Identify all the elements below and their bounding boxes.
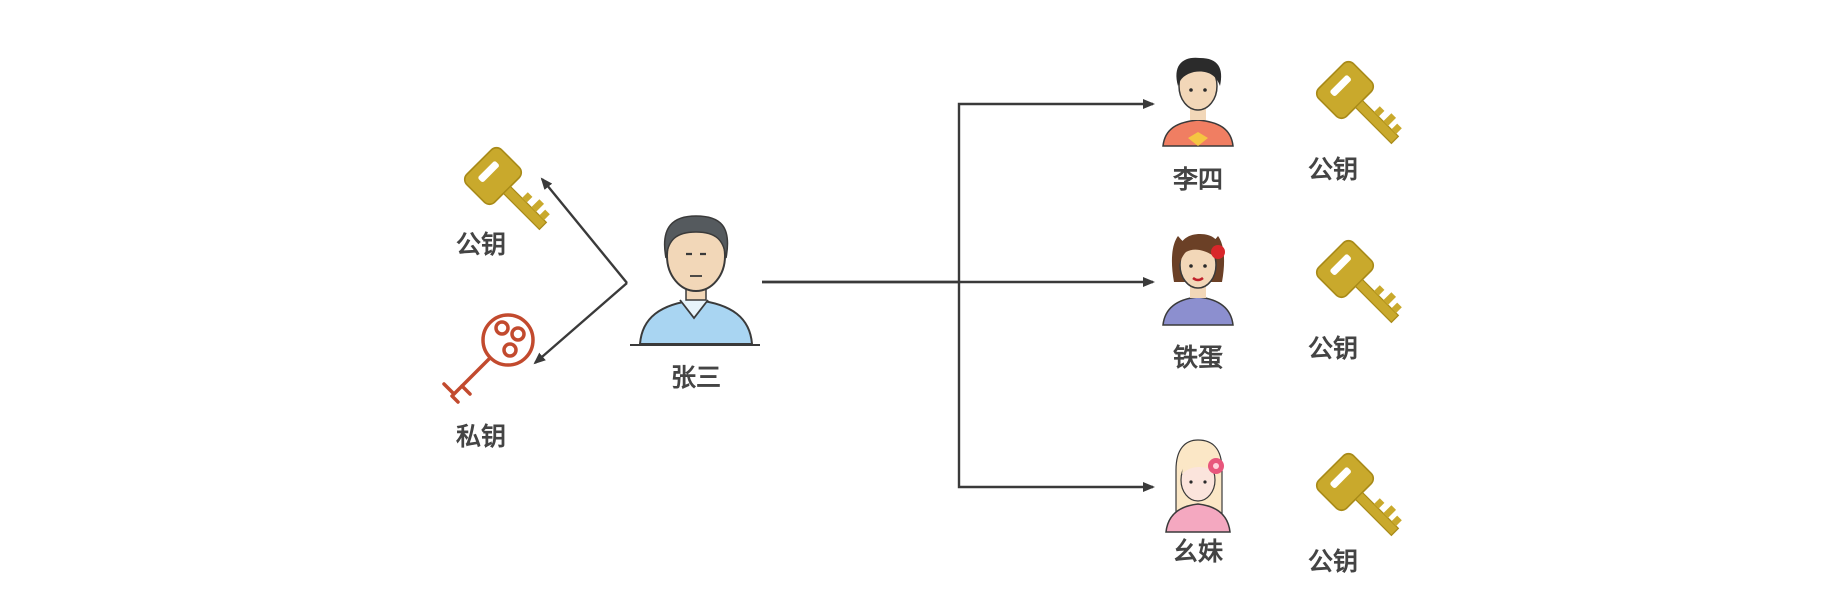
private-key-icon <box>442 313 535 404</box>
public-key-icon <box>1312 57 1414 159</box>
public-key-icon <box>460 143 562 245</box>
public-key-icon <box>1312 236 1414 338</box>
recipient-name: 李四 <box>1173 165 1223 194</box>
recipient-key-label: 公钥 <box>1308 155 1358 184</box>
sender-zhangsan: 张三 <box>630 215 760 392</box>
public-key-label: 公钥 <box>456 230 506 259</box>
young-man-avatar-icon <box>1162 57 1234 147</box>
arrow-to-lisi <box>762 99 1155 284</box>
woman-avatar-icon <box>1162 234 1234 326</box>
sender-name: 张三 <box>671 363 721 392</box>
man-avatar-icon <box>630 215 760 346</box>
sender-public-key: 公钥 <box>456 143 562 259</box>
private-key-label: 私钥 <box>456 422 506 451</box>
connectors <box>533 99 1155 492</box>
recipient-yaomei: 幺妹 公钥 <box>1165 439 1414 576</box>
arrow-to-private-key <box>533 282 628 365</box>
recipient-lisi: 李四 公钥 <box>1162 57 1414 194</box>
recipient-tiedan: 铁蛋 公钥 <box>1162 234 1414 372</box>
public-key-icon <box>1312 449 1414 551</box>
arrow-to-yaomei <box>957 282 1155 492</box>
girl-avatar-icon <box>1165 439 1231 533</box>
recipient-key-label: 公钥 <box>1308 547 1358 576</box>
recipient-key-label: 公钥 <box>1308 334 1358 363</box>
sender-private-key: 私钥 <box>442 313 535 451</box>
arrow-to-public-key <box>540 177 628 284</box>
recipient-name: 铁蛋 <box>1173 343 1223 372</box>
recipient-name: 幺妹 <box>1173 537 1223 566</box>
